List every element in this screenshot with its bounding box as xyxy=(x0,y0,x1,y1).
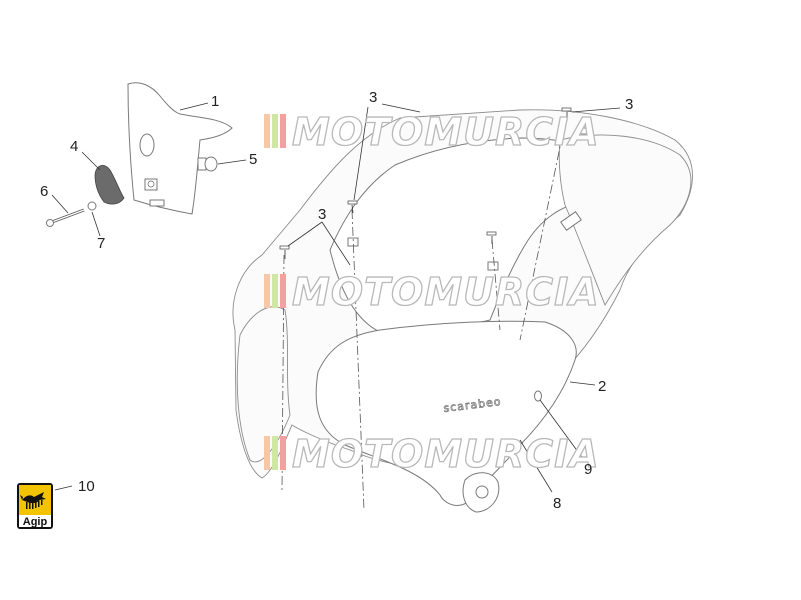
six-legged-dog-icon xyxy=(20,492,46,509)
long-screw-part xyxy=(46,208,85,227)
push-pin-part xyxy=(197,156,218,172)
callout-labels: 1 2 3 3 3 4 5 6 7 8 9 10 xyxy=(40,89,633,512)
agip-logo-text: Agip xyxy=(23,516,48,528)
callout-5: 5 xyxy=(249,151,257,168)
callout-3: 3 xyxy=(369,89,377,106)
svg-text:MOTOMURCIA: MOTOMURCIA xyxy=(292,432,600,476)
callout-10: 10 xyxy=(78,478,95,495)
screw-icon xyxy=(561,107,572,121)
callout-7: 7 xyxy=(97,235,105,252)
screw-icon xyxy=(279,245,290,259)
screw-fasteners xyxy=(279,107,572,259)
svg-text:MOTOMURCIA: MOTOMURCIA xyxy=(292,110,600,154)
callout-1: 1 xyxy=(211,93,219,110)
callout-2: 2 xyxy=(598,378,606,395)
side-bracket-part xyxy=(127,82,233,215)
callout-9: 9 xyxy=(584,461,592,478)
front-cover-panel xyxy=(315,320,577,506)
callout-4: 4 xyxy=(70,138,78,155)
watermark-top: MOTOMURCIA xyxy=(264,109,600,155)
washer-part xyxy=(87,201,97,211)
leader-lines xyxy=(51,102,621,493)
screw-icon xyxy=(347,200,358,214)
callout-3: 3 xyxy=(625,96,633,113)
svg-text:MOTOMURCIA: MOTOMURCIA xyxy=(292,270,600,314)
watermark-middle: MOTOMURCIA xyxy=(264,269,600,315)
callout-8: 8 xyxy=(553,495,561,512)
watermark-bottom: MOTOMURCIA xyxy=(264,431,600,477)
screw-icon xyxy=(486,231,497,244)
agip-logo: Agip xyxy=(17,483,53,529)
rubber-pad-part xyxy=(94,165,125,205)
callout-3: 3 xyxy=(318,206,326,223)
callout-6: 6 xyxy=(40,183,48,200)
